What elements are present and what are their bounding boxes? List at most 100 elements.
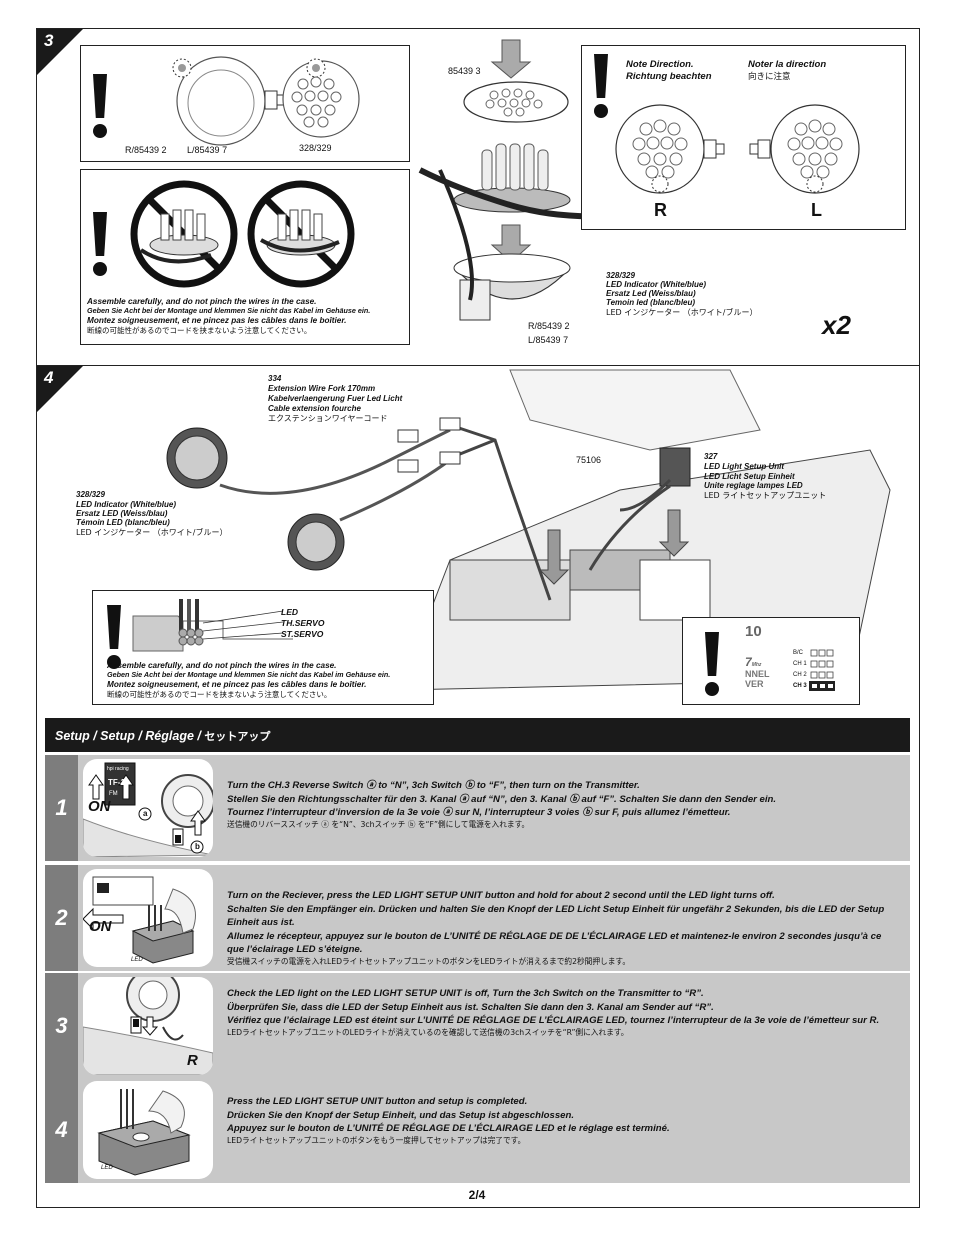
setup-unit-jp: LED ライトセットアップユニット (704, 491, 827, 500)
wire-th-servo-label: TH.SERVO (281, 618, 325, 628)
warning-text-fr: Montez soigneusement, et ne pincez pas l… (87, 316, 347, 325)
receiver-ports-illustration (809, 649, 835, 691)
warning-text-jp: 断線の可能性があるのでコードを挟まないよう注意してください。 (107, 690, 332, 699)
receiver-port-ch3: CH 3 (793, 683, 807, 689)
warning-icon (89, 74, 111, 138)
wire-st-servo-label: ST.SERVO (281, 629, 324, 639)
led-unit-label: LED (101, 1165, 113, 1171)
setup-unit-en: LED Light Setup Unit (704, 462, 784, 471)
setup-unit-de: LED Licht Setup Einheit (704, 472, 795, 481)
step-3-de: Überprüfen Sie, dass die LED der Setup E… (227, 1001, 714, 1013)
step4-led-part: 328/329 (76, 490, 105, 499)
setup-step-1-image: hpi racing TF-10 FM ON a b (83, 759, 213, 857)
ext-de: Kabelverlaengerung Fuer Led Licht (268, 394, 403, 403)
setup-step-2-image: ON LED (83, 869, 213, 967)
step-3-number: 3 (44, 31, 54, 50)
step3-led-fr: Temoin led (blanc/bleu) (606, 298, 696, 307)
step3-led-part: 328/329 (606, 271, 635, 280)
step-4-corner (37, 366, 83, 412)
transmitter-fm: FM (109, 791, 118, 797)
transmitter-switch-illustration (83, 977, 213, 1075)
setup-header: Setup / Setup / Réglage / セットアップ (45, 718, 910, 752)
ext-jp: エクステンションワイヤーコード (268, 414, 388, 423)
warning-icon (89, 212, 111, 276)
step-2-jp: 受信機スイッチの電源を入れLEDライトセットアップユニットのボタンをLEDライト… (227, 957, 631, 967)
warning-text-en: Assemble carefully, and do not pinch the… (107, 661, 337, 670)
step-1-en: Turn the CH.3 Reverse Switch ⓐ to “N”, 3… (227, 780, 640, 791)
step-4-de: Drücken Sie den Knopf der Setup Einheit,… (227, 1109, 575, 1121)
step3-led-de: Ersatz Led (Weiss/blau) (606, 289, 696, 298)
receiver-port-ch2: CH 2 (793, 672, 807, 678)
warning-icon (701, 632, 723, 696)
led-unit-label: LED (131, 957, 143, 963)
warning-text-jp: 断線の可能性があるのでコードを挟まないよう注意してください。 (87, 326, 312, 335)
step-3-corner (37, 29, 83, 75)
note-direction-jp: 向きに注意 (748, 72, 791, 82)
setup-unit-fr: Unite reglage lampes LED (704, 481, 803, 490)
step-2-en: Turn on the Reciever, press the LED LIGH… (227, 890, 775, 901)
step3-led-jp: LED インジケーター （ホワイト/ブルー） (606, 308, 758, 317)
setup-step-4-image: LED (83, 1081, 213, 1179)
transmitter-illustration (83, 762, 213, 857)
setup-step-2-text: Turn on the Reciever, press the LED LIGH… (227, 889, 899, 968)
receiver-ver-text: VER (745, 679, 764, 689)
receiver-port-bc: B/C (793, 650, 804, 656)
setup-step-3: 3 R Check the LED light on the LED LIGHT… (45, 973, 910, 1079)
setup-step-2: 2 ON LED Turn on the Reciever, press the… (45, 865, 910, 971)
transmitter-brand: hpi racing (107, 766, 129, 772)
setup-step-1-number: 1 (45, 755, 78, 861)
switch-a-marker: a (143, 809, 148, 818)
clip-part-label: 75106 (576, 455, 602, 465)
on-label: ON (88, 798, 111, 815)
step-3-jp: LEDライトセットアップユニットのLEDライトが消えているのを確認して送信機の3… (227, 1027, 629, 1037)
wire-led-label: LED (281, 607, 298, 617)
receiver-channel-text: NNEL (745, 669, 770, 679)
light-orientation-box: R/85439 2 L/85439 7 328/329 (80, 45, 410, 162)
rl-orientation-illustration (615, 104, 860, 194)
step-4-fr: Appuyez sur le bouton de L’UNITÉ DE RÉGL… (227, 1123, 670, 1135)
pinch-warning-box: Assemble carefully, and do not pinch the… (80, 169, 410, 345)
setup-step-1: 1 hpi racing TF-10 FM ON a b Turn the CH… (45, 755, 910, 861)
housing-r-label: R/85439 2 (528, 321, 570, 331)
receiver-switch-illustration (83, 876, 196, 964)
on-label: ON (89, 918, 112, 935)
wire-routing-warning-box: LED TH.SERVO ST.SERVO Assemble carefully… (92, 590, 434, 705)
step-2-fr: Allumez le récepteur, appuyez sur le bou… (227, 930, 882, 956)
step4-led-jp: LED インジケーター （ホワイト/ブルー） (76, 528, 228, 537)
setup-step-4-number: 4 (45, 1077, 78, 1183)
note-direction-de: Richtung beachten (626, 71, 712, 82)
quantity-multiplier: x2 (822, 310, 851, 340)
switch-b-marker: b (195, 842, 200, 851)
setup-step-3-image: R (83, 977, 213, 1075)
top-lens-part-label: 85439 3 (448, 66, 481, 76)
step-1-fr: Tournez l’interrupteur d’inversion de la… (227, 807, 731, 819)
step4-led-fr: Témoin LED (blanc/bleu) (76, 518, 170, 527)
step-2-de: Schalten Sie den Empfänger ein. Drücken … (227, 903, 885, 929)
receiver-frequency: 7Mhz (745, 655, 762, 669)
housing-l-label: L/85439 7 (528, 335, 569, 345)
setup-unit-part: 327 (704, 452, 718, 461)
setup-step-2-number: 2 (45, 865, 78, 971)
note-direction-en: Note Direction. (626, 59, 694, 70)
note-direction-fr: Noter la direction (748, 59, 827, 70)
wire-routing-illustration (132, 599, 293, 652)
step-1-de: Stellen Sie den Richtungsschalter für de… (227, 793, 777, 805)
ext-part: 334 (268, 374, 282, 383)
setup-step-4: 4 LED Press the LED LIGHT SETUP UNIT but… (45, 1077, 910, 1183)
warning-icon (103, 605, 125, 669)
r-position-label: R (187, 1052, 198, 1069)
warning-text-de: Geben Sie Acht bei der Montage und klemm… (107, 670, 391, 679)
step-1-jp: 送信機のリバーススイッチ ⓐ を“N”、3chスイッチ ⓑ を“F”側にして電源… (227, 819, 530, 829)
light-assembly-illustration (418, 39, 621, 321)
warning-icon (590, 54, 612, 118)
direction-note-box: Note Direction. Richtung beachten Noter … (581, 45, 906, 230)
light-housing-illustration (172, 56, 360, 146)
step-3-fr: Vérifiez que l’éclairage LED est éteint … (227, 1015, 880, 1027)
setup-step-1-text: Turn the CH.3 Reverse Switch ⓐ to “N”, 3… (227, 779, 899, 831)
setup-step-3-text: Check the LED light on the LED LIGHT SET… (227, 987, 899, 1039)
prohibited-illustration (130, 180, 355, 288)
right-light-label: R (654, 200, 667, 220)
ext-fr: Cable extension fourche (268, 404, 361, 413)
step3-led-en: LED Indicator (White/blue) (606, 280, 706, 289)
setup-step-3-number: 3 (45, 973, 78, 1079)
